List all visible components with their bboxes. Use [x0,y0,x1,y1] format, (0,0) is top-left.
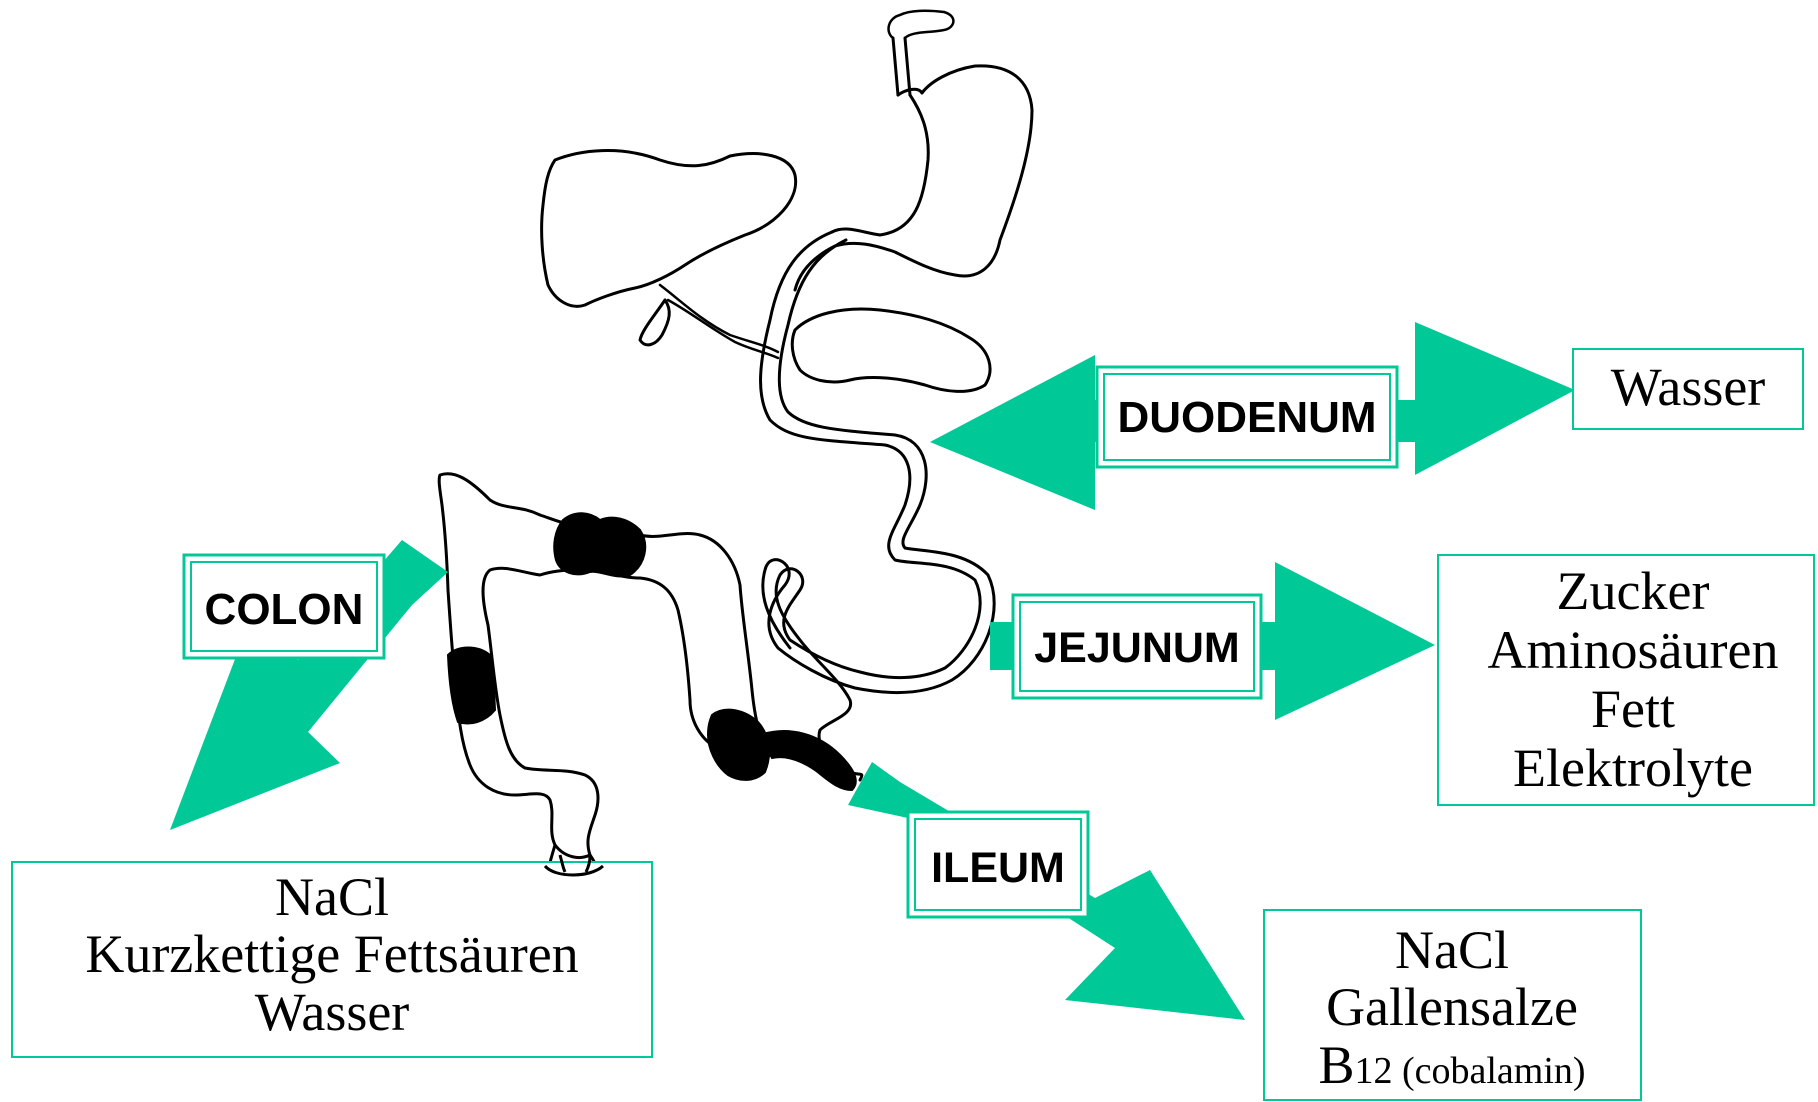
jejunum-label-box: JEJUNUM [1013,595,1261,698]
jejunum-label: JEJUNUM [1034,624,1240,672]
descending-colon-dark [448,648,495,724]
ileum-absorbs-0: NaCl [1395,920,1509,980]
ileum-label-box: ILEUM [908,812,1088,917]
colon-absorbs-2: Wasser [255,982,410,1042]
pancreas [792,309,990,391]
duodenum-label-box: DUODENUM [1097,367,1397,467]
jejunum-absorbs-3: Elektrolyte [1513,738,1753,798]
ileum-label: ILEUM [931,844,1065,892]
ileum-absorbs-1: Gallensalze [1326,977,1578,1037]
sigmoid-colon-dark [708,710,769,780]
small-intestine-inner [763,240,994,693]
duodenum-absorption-box: Wasser [1573,349,1803,429]
colon-label-box: COLON [184,555,384,658]
jejunum-absorption-box: Zucker Aminosäuren Fett Elektrolyte [1438,555,1814,805]
gallbladder [640,300,669,345]
ileum-absorption-box: NaCl Gallensalze B12 (cobalamin) [1264,910,1641,1100]
colon-absorption-box: NaCl Kurzkettige Fettsäuren Wasser [12,862,652,1057]
jejunum-absorbs-1: Aminosäuren [1488,620,1779,680]
small-intestine-outer [761,232,981,780]
colon-absorbs-1: Kurzkettige Fettsäuren [85,924,578,984]
terminal-ileum-dark [760,731,856,790]
colon-label: COLON [205,585,364,634]
colon-absorbs-0: NaCl [275,867,389,927]
duodenum-label: DUODENUM [1117,393,1376,442]
jejunum-absorbs-2: Fett [1591,679,1675,739]
jejunum-absorbs-0: Zucker [1557,561,1710,621]
ileum-b12-sub: 12 (cobalamin) [1354,1050,1585,1092]
ileum-b12-main: B [1318,1035,1354,1095]
esophagus-top [889,11,954,38]
transverse-colon-dark [554,513,645,576]
liver [542,151,796,307]
esophagus [893,38,910,95]
bile-duct [660,285,778,358]
duodenum-absorbs-0: Wasser [1611,357,1766,417]
stomach [795,66,1032,290]
